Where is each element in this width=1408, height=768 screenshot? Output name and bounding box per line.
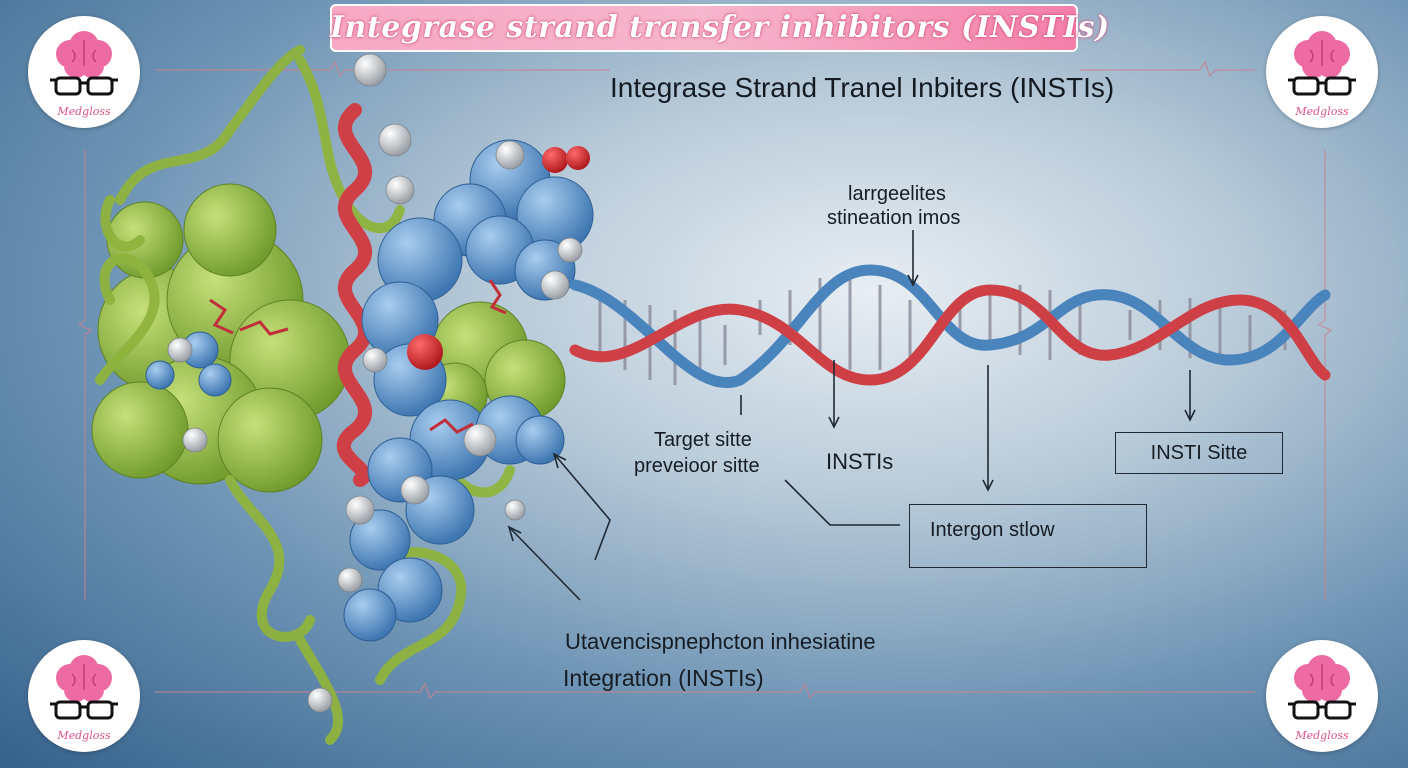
intergon-box: Intergon stlow <box>909 504 1147 568</box>
ligand-inhibitor <box>209 279 507 434</box>
dna-double-helix <box>569 264 1331 388</box>
red-helix <box>336 103 373 487</box>
brain-glasses-icon <box>50 31 118 96</box>
label-instis: INSTIs <box>826 449 894 474</box>
brain-glasses-icon <box>1288 31 1356 96</box>
logo-text: Medgloss <box>57 105 111 118</box>
brain-glasses-icon <box>50 655 118 720</box>
medgloss-logo-bottom-right: Medgloss <box>1266 640 1378 752</box>
label-target-line1: Target sitte <box>654 429 752 451</box>
white-atoms <box>167 53 583 713</box>
diagram-subtitle: Integrase Strand Tranel Inbiters (INSTIs… <box>610 72 1115 103</box>
label-top-line1: larrgeelites <box>848 183 946 205</box>
annotation-arrows <box>507 230 1196 601</box>
brain-glasses-icon <box>1288 655 1356 720</box>
medgloss-logo-top-left: Medgloss <box>28 16 140 128</box>
medgloss-logo-bottom-left: Medgloss <box>28 640 140 752</box>
banner-title: Integrase strand transfer inhibitors (IN… <box>330 10 1110 45</box>
label-target-line2: preveioor sitte <box>634 455 760 477</box>
logo-text: Medgloss <box>1295 105 1349 118</box>
logo-text: Medgloss <box>1295 729 1349 742</box>
logo-text: Medgloss <box>57 729 111 742</box>
label-top-line2: stineation imos <box>827 207 961 229</box>
label-bottom-line2: Integration (INSTIs) <box>563 665 764 691</box>
medgloss-logo-top-right: Medgloss <box>1266 16 1378 128</box>
label-bottom-line1: Utavencispnephcton inhesiatine <box>565 629 876 654</box>
red-atoms <box>407 146 590 370</box>
insti-site-box: INSTI Sitte <box>1115 432 1283 474</box>
title-banner: Integrase strand transfer inhibitors (IN… <box>330 4 1110 52</box>
